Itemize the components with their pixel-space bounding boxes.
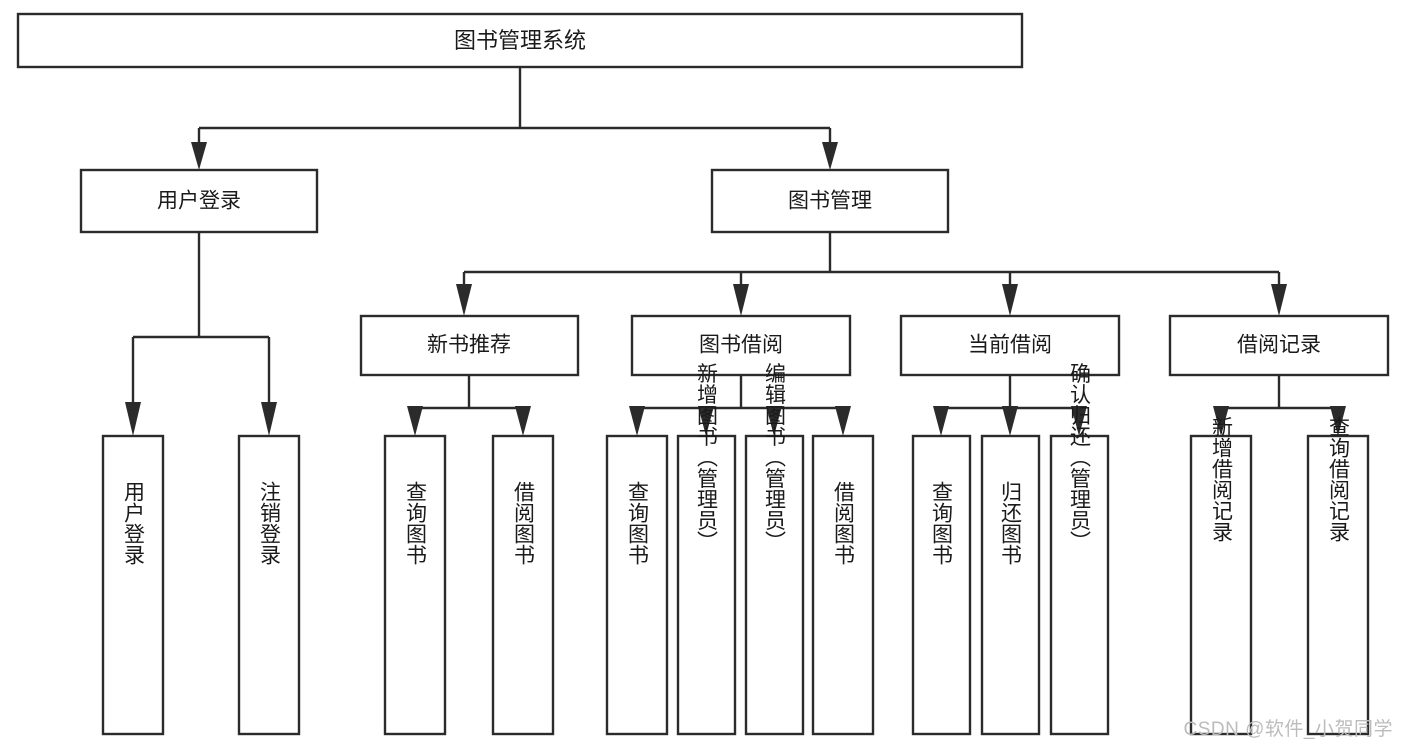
leaf-logout-label: 注销登录	[258, 481, 282, 565]
node-root-box[interactable]	[16, 12, 1024, 69]
node-book-borrow-label: 图书借阅	[699, 334, 783, 357]
node-book-borrow-box[interactable]	[630, 314, 852, 377]
leaf-br-add-record-label: 新增借阅记录	[1210, 416, 1234, 542]
node-new-book-recommend-label: 新书推荐	[427, 334, 511, 357]
connector-group-borrow-record	[1213, 375, 1346, 436]
arrow-head-leaf-logout	[261, 402, 277, 436]
arrow-head-nb-query-book	[407, 406, 423, 436]
leaf-br-query-record-box[interactable]	[1306, 434, 1370, 736]
node-new-book-recommend-box[interactable]	[359, 314, 580, 377]
leaf-nb-borrow-book-box[interactable]	[491, 434, 555, 736]
leaf-bb-borrow-book[interactable]: 借阅图书	[811, 434, 875, 736]
leaf-bb-borrow-book-box[interactable]	[811, 434, 875, 736]
leaf-logout[interactable]: 注销登录	[237, 434, 301, 736]
node-user-login[interactable]: 用户登录	[79, 168, 319, 234]
leaf-bb-edit-book-label: 编辑图书（管理员）	[763, 363, 787, 552]
leaf-cb-return-book[interactable]: 归还图书	[980, 434, 1041, 736]
leaf-cb-return-book-box[interactable]	[980, 434, 1041, 736]
leaf-user-login-label: 用户登录	[122, 481, 146, 565]
node-current-borrow-box[interactable]	[899, 314, 1121, 377]
leaf-br-add-record-box[interactable]	[1189, 434, 1253, 736]
connector-group-new-book	[407, 375, 531, 436]
leaf-bb-add-book-label: 新增图书（管理员）	[695, 363, 719, 552]
node-book-manage-box[interactable]	[710, 168, 950, 234]
arrow-head-new-book	[456, 284, 472, 316]
node-book-manage[interactable]: 图书管理	[710, 168, 950, 234]
leaf-cb-confirm-return-box[interactable]	[1049, 434, 1110, 736]
arrow-head-book-manage	[822, 142, 838, 170]
leaf-bb-query-book-label: 查询图书	[626, 481, 650, 565]
leaf-logout-box[interactable]	[237, 434, 301, 736]
arrow-head-borrow-record	[1271, 284, 1287, 316]
node-borrow-record-label: 借阅记录	[1237, 334, 1321, 357]
leaf-nb-query-book-box[interactable]	[383, 434, 447, 736]
node-user-login-box[interactable]	[79, 168, 319, 234]
node-new-book-recommend[interactable]: 新书推荐	[359, 314, 580, 377]
leaf-nb-query-book-label: 查询图书	[404, 481, 428, 565]
arrow-head-cb-query-book	[933, 406, 949, 436]
node-user-login-label: 用户登录	[157, 190, 241, 213]
leaf-user-login[interactable]: 用户登录	[101, 434, 165, 736]
arrow-head-user-login	[191, 142, 207, 170]
leaf-cb-query-book-box[interactable]	[911, 434, 972, 736]
arrow-head-cb-return-book	[1002, 406, 1018, 436]
arrow-head-bb-add-book	[698, 406, 714, 436]
arrow-head-bb-borrow-book	[835, 406, 851, 436]
arrow-head-nb-borrow-book	[515, 406, 531, 436]
arrow-head-current-borrow	[1002, 284, 1018, 316]
connector-group-user-login	[125, 232, 277, 436]
leaf-bb-add-book[interactable]: 新增图书（管理员）	[676, 363, 737, 736]
connector-group-book-borrow	[629, 375, 851, 436]
connector-group-book-manage	[456, 232, 1287, 316]
arrow-head-bb-query-book	[629, 406, 645, 436]
node-root[interactable]: 图书管理系统	[16, 12, 1024, 69]
arrow-head-book-borrow	[733, 284, 749, 316]
leaf-br-query-record-label: 查询借阅记录	[1327, 416, 1351, 542]
leaf-bb-query-book-box[interactable]	[605, 434, 669, 736]
leaf-user-login-box[interactable]	[101, 434, 165, 736]
leaf-br-add-record[interactable]: 新增借阅记录	[1189, 416, 1253, 736]
leaf-cb-return-book-label: 归还图书	[999, 481, 1023, 565]
leaf-cb-query-book[interactable]: 查询图书	[911, 434, 972, 736]
node-root-label: 图书管理系统	[454, 28, 586, 53]
node-borrow-record[interactable]: 借阅记录	[1168, 314, 1390, 377]
leaf-bb-query-book[interactable]: 查询图书	[605, 434, 669, 736]
leaf-bb-borrow-book-label: 借阅图书	[832, 481, 856, 565]
node-current-borrow-label: 当前借阅	[968, 334, 1052, 357]
arrow-head-cb-confirm-return	[1071, 406, 1087, 436]
leaf-bb-edit-book-box[interactable]	[744, 434, 805, 736]
connector-group-current-borrow	[933, 375, 1087, 436]
connector-group-root	[191, 67, 838, 170]
leaf-cb-confirm-return[interactable]: 确认归还（管理员）	[1049, 363, 1110, 736]
node-book-borrow[interactable]: 图书借阅	[630, 314, 852, 377]
arrow-head-br-query-record	[1330, 406, 1346, 436]
arrow-head-bb-edit-book	[766, 406, 782, 436]
leaf-br-query-record[interactable]: 查询借阅记录	[1306, 416, 1370, 736]
node-borrow-record-box[interactable]	[1168, 314, 1390, 377]
leaf-nb-borrow-book[interactable]: 借阅图书	[491, 434, 555, 736]
leaf-cb-confirm-return-label: 确认归还（管理员）	[1068, 363, 1092, 552]
node-current-borrow[interactable]: 当前借阅	[899, 314, 1121, 377]
arrow-head-br-add-record	[1213, 406, 1229, 436]
node-book-manage-label: 图书管理	[788, 190, 872, 213]
leaf-bb-edit-book[interactable]: 编辑图书（管理员）	[744, 363, 805, 736]
leaf-nb-query-book[interactable]: 查询图书	[383, 434, 447, 736]
leaf-bb-add-book-box[interactable]	[676, 434, 737, 736]
leaf-nb-borrow-book-label: 借阅图书	[512, 481, 536, 565]
arrow-head-leaf-user-login	[125, 402, 141, 436]
leaf-cb-query-book-label: 查询图书	[930, 481, 954, 565]
